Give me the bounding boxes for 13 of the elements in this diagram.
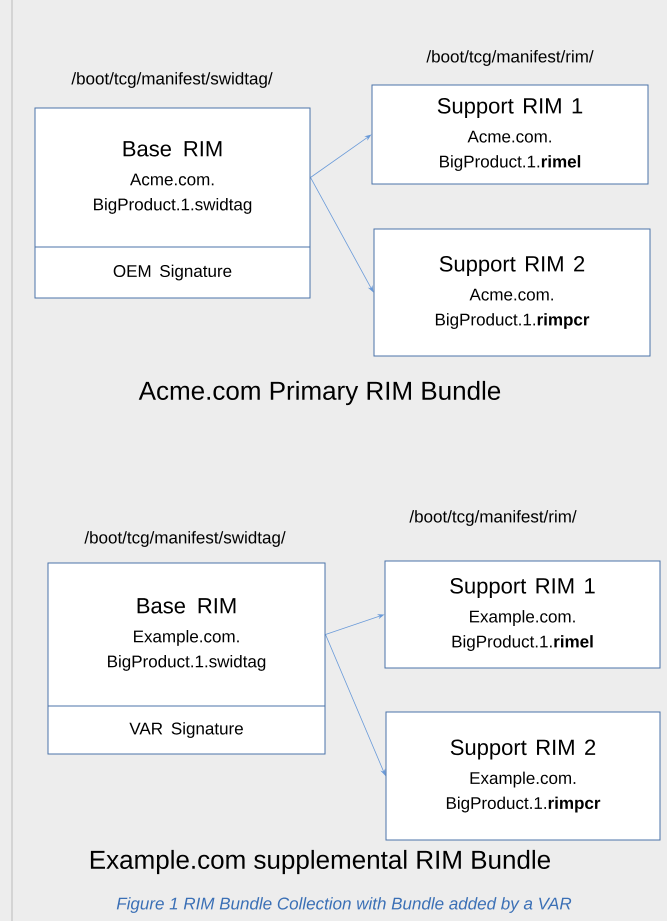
rim-box: Support RIM 2 Acme.com. BigProduct.1.rimpcr [374, 228, 650, 356]
signature-box: OEM Signature [34, 246, 310, 298]
figure-caption: Figure 1 RIM Bundle Collection with Bundle added by a VAR [116, 897, 572, 913]
rim-box: Support RIM 1 Acme.com. BigProduct.1.rimel [372, 84, 648, 184]
bundle-title: Example.com supplemental RIM Bundle [90, 850, 550, 874]
bundle-title: Acme.com Primary RIM Bundle [138, 380, 500, 406]
path-label: /boot/tcg/manifest/swidtag/ [84, 531, 286, 547]
path-label: /boot/tcg/manifest/swidtag/ [71, 72, 273, 88]
rim-box: Support RIM 1 Example.com. BigProduct.1.rimel [384, 560, 660, 668]
signature-box: VAR Signature [48, 706, 326, 754]
path-label: /boot/tcg/manifest/rim/ [426, 50, 594, 66]
rim-box: Support RIM 2 Example.com. BigProduct.1.rimpcr [386, 712, 660, 840]
path-label: /boot/tcg/manifest/rim/ [409, 510, 577, 526]
